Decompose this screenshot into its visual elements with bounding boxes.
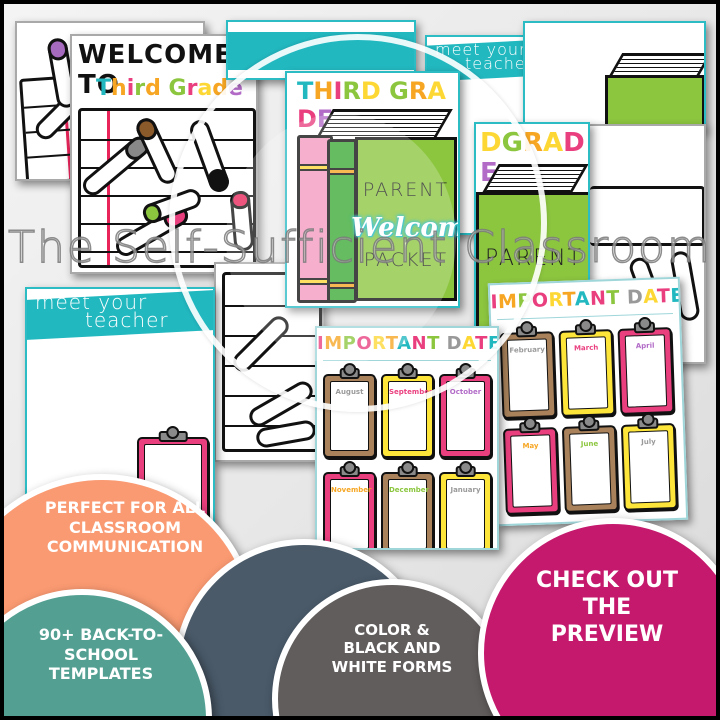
clipboard-february: February bbox=[499, 325, 557, 419]
month-label: October bbox=[449, 388, 482, 396]
clipboard-march: March bbox=[558, 323, 616, 417]
month-label: March bbox=[573, 343, 599, 353]
meet-teacher-title: meet your teacher bbox=[435, 40, 534, 74]
clipboard-may: May bbox=[502, 421, 560, 515]
welcome-title: WELCOME TO bbox=[78, 40, 233, 100]
month-label: February bbox=[509, 345, 546, 355]
brand-watermark: The Self-Sufficient Classroom bbox=[7, 221, 712, 274]
clipboard-july: July bbox=[620, 417, 678, 511]
month-label: May bbox=[522, 441, 539, 451]
clipboard-november: November bbox=[323, 466, 376, 548]
clipboard-april: April bbox=[617, 321, 675, 415]
clipboard-june: June bbox=[561, 419, 619, 513]
product-preview-canvas: WELCOME TO Third Grade meet your teacher bbox=[4, 4, 716, 716]
month-label: December bbox=[389, 486, 429, 494]
month-label: July bbox=[641, 437, 656, 447]
preview-ring bbox=[169, 34, 547, 412]
green-book-page-right bbox=[523, 21, 706, 131]
meet-teacher-title-large: meet your teacher bbox=[35, 290, 169, 332]
month-label: November bbox=[331, 486, 372, 494]
month-label: January bbox=[450, 486, 481, 494]
month-label: June bbox=[580, 439, 599, 449]
clipboard-january: January bbox=[439, 466, 492, 548]
clipboard-october: October bbox=[439, 368, 492, 458]
month-label: April bbox=[635, 341, 655, 351]
check-out-preview-button[interactable]: CHECK OUT THE PREVIEW bbox=[478, 518, 716, 716]
clipboard-december: December bbox=[381, 466, 434, 548]
